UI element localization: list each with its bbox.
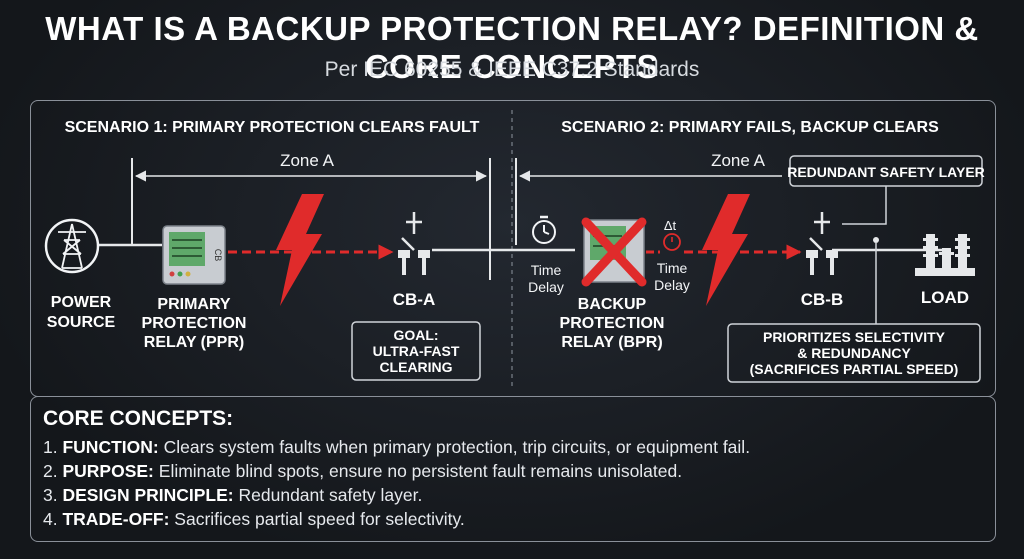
delta-t-label: Δt (664, 218, 677, 233)
core-item-number: 3. (43, 485, 58, 505)
bpr-label-3: RELAY (BPR) (561, 334, 662, 351)
cb-b-label: CB-B (801, 290, 844, 309)
page-subtitle: Per IEC 60255 & IEEE C37.2 Standards (324, 58, 700, 81)
zone-a-label-2: Zone A (711, 151, 766, 170)
goal-label-1: GOAL: (393, 327, 438, 343)
core-item-1: 1. FUNCTION: Clears system faults when p… (43, 437, 750, 458)
breaker-icon (806, 212, 838, 275)
relay-tag: CB (213, 249, 223, 262)
page-title: WHAT IS A BACKUP PROTECTION RELAY? DEFIN… (45, 10, 979, 85)
core-concepts-panel: CORE CONCEPTS: 1. FUNCTION: Clears syste… (30, 396, 996, 542)
time-delay-2-line2: Delay (654, 277, 690, 293)
core-item-number: 4. (43, 509, 58, 529)
callout-label: REDUNDANT SAFETY LAYER (787, 164, 985, 180)
tower-icon (44, 218, 100, 274)
zone-a-label-1: Zone A (280, 151, 335, 170)
ppr-label-2: PROTECTION (142, 315, 247, 332)
core-concepts-heading: CORE CONCEPTS: (43, 407, 234, 430)
core-item-term: FUNCTION: (62, 437, 159, 457)
core-item-term: TRADE-OFF: (62, 509, 170, 529)
core-item-text: Sacrifices partial speed for selectivity… (174, 509, 465, 529)
lightning-icon (702, 194, 750, 306)
bpr-label-1: BACKUP (578, 296, 647, 313)
goal-label-3: CLEARING (379, 359, 452, 375)
core-item-2: 2. PURPOSE: Eliminate blind spots, ensur… (43, 461, 682, 482)
core-item-text: Eliminate blind spots, ensure no persist… (158, 461, 683, 481)
cb-a-label: CB-A (393, 290, 436, 309)
power-source-label-2: SOURCE (47, 314, 116, 331)
goal-label-2: ULTRA-FAST (373, 343, 460, 359)
bpr-label-2: PROTECTION (560, 315, 665, 332)
lightning-icon (276, 194, 324, 306)
time-delay-1-line1: Time (531, 262, 562, 278)
note-label-2: & REDUNDANCY (797, 345, 911, 361)
cross-icon (581, 217, 647, 287)
goal-box (351, 321, 481, 381)
core-item-3: 3. DESIGN PRINCIPLE: Redundant safety la… (43, 485, 422, 506)
stopwatch-icon (532, 215, 556, 244)
scenario2-heading: SCENARIO 2: PRIMARY FAILS, BACKUP CLEARS (561, 119, 939, 136)
power-source-label-1: POWER (51, 294, 112, 311)
core-item-number: 1. (43, 437, 58, 457)
breaker-icon (398, 212, 430, 275)
core-item-term: DESIGN PRINCIPLE: (62, 485, 234, 505)
core-item-4: 4. TRADE-OFF: Sacrifices partial speed f… (43, 509, 465, 530)
time-delay-1-line2: Delay (528, 279, 564, 295)
note-label-1: PRIORITIZES SELECTIVITY (763, 329, 946, 345)
core-item-number: 2. (43, 461, 58, 481)
core-item-text: Clears system faults when primary protec… (163, 437, 751, 457)
core-item-term: PURPOSE: (62, 461, 154, 481)
ppr-label-1: PRIMARY (157, 296, 231, 313)
insulator-icon (915, 234, 975, 276)
selectivity-note-box (727, 323, 981, 383)
scenario1-heading: SCENARIO 1: PRIMARY PROTECTION CLEARS FA… (65, 119, 480, 136)
note-label-3: (SACRIFICES PARTIAL SPEED) (750, 361, 959, 377)
stopwatch-icon (663, 233, 681, 251)
core-item-text: Redundant safety layer. (238, 485, 423, 505)
load-label: LOAD (921, 288, 969, 307)
ppr-label-3: RELAY (PPR) (144, 334, 244, 351)
relay-icon (162, 225, 226, 285)
time-delay-2-line1: Time (657, 260, 688, 276)
